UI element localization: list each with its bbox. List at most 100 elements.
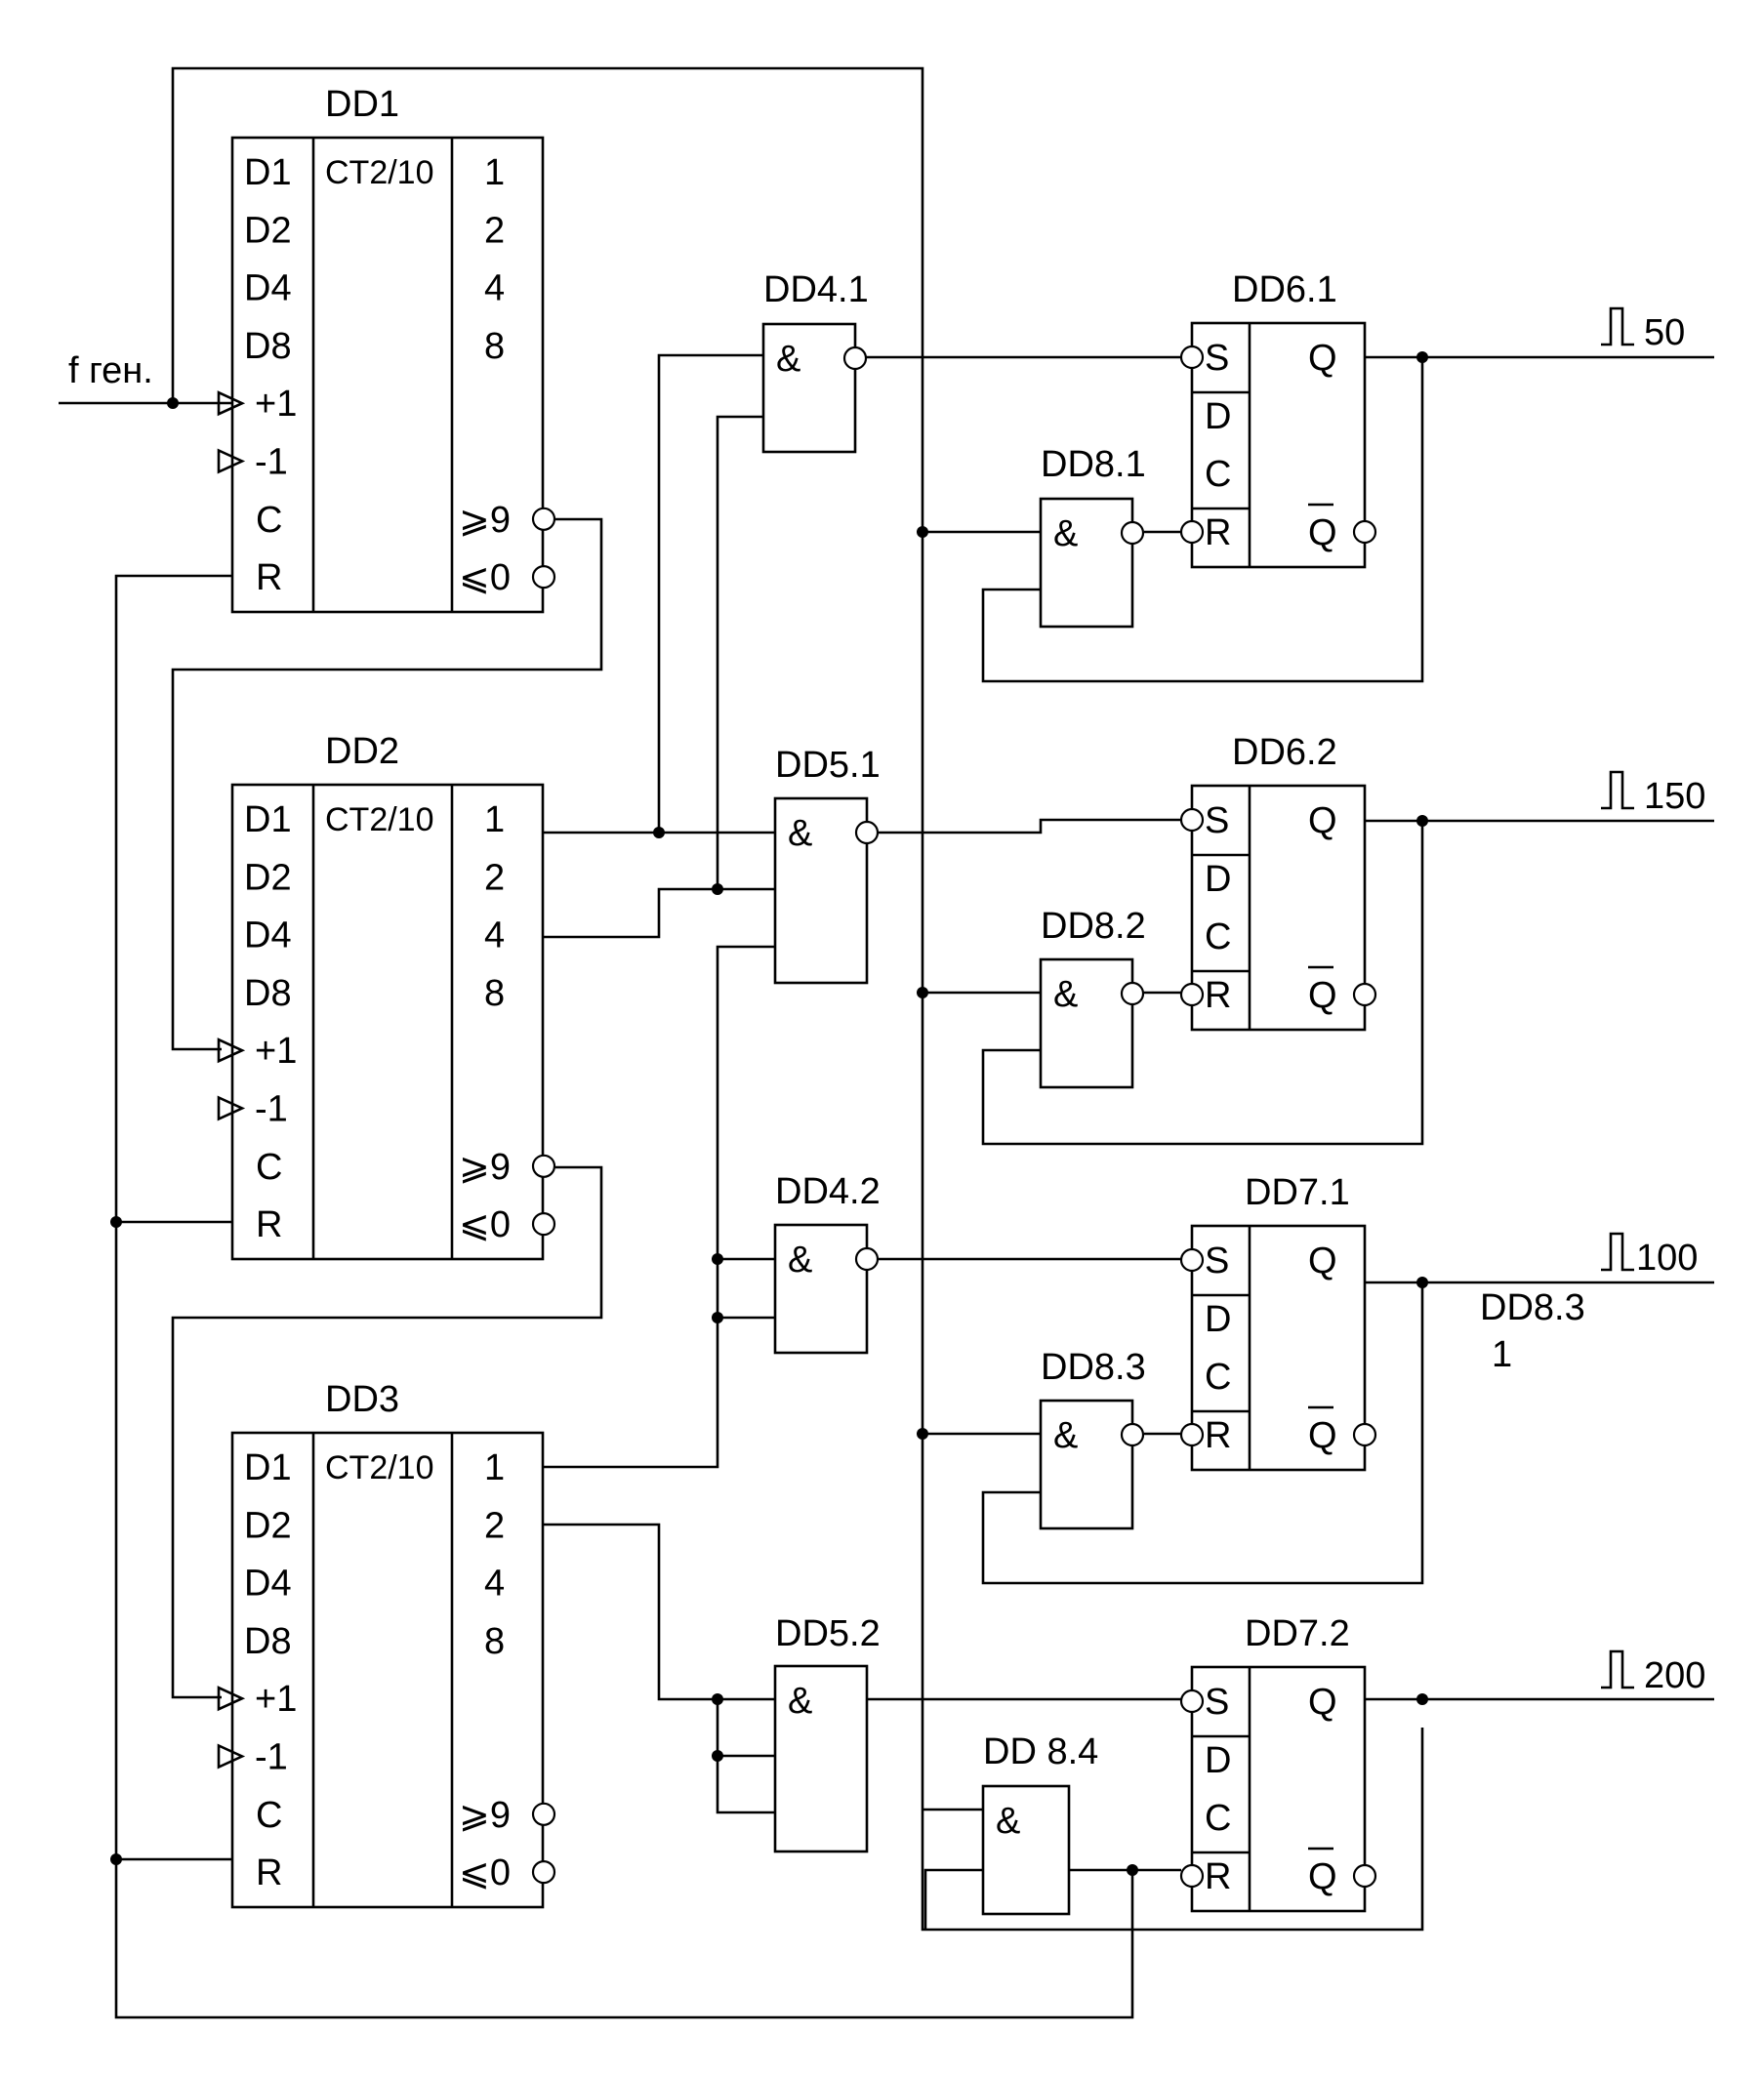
counters: DD1CT2/10D1D2D4D8+1-1CR1248⩾9⩽0DD2CT2/10… bbox=[217, 84, 556, 1909]
inversion-circle bbox=[1352, 982, 1377, 1007]
gate-dd5-2: DD5.2& bbox=[773, 1613, 881, 1853]
gate-body bbox=[773, 796, 869, 985]
counter-output-q4: 4 bbox=[484, 915, 505, 956]
counter-output-ge9: ⩾9 bbox=[459, 500, 511, 541]
inversion-circle bbox=[1352, 519, 1377, 545]
output-100: 100 bbox=[1601, 1232, 1698, 1279]
flipflop-output-q: Q bbox=[1308, 338, 1337, 379]
flipflop-name: DD7.1 bbox=[1245, 1172, 1350, 1213]
counter-pin-r: R bbox=[256, 1204, 282, 1245]
gate-body bbox=[981, 1784, 1071, 1916]
flipflop-output-q-bar: Q bbox=[1308, 1415, 1337, 1456]
gate-dd5-1: DD5.1& bbox=[773, 745, 881, 985]
inversion-circle bbox=[854, 1246, 880, 1272]
counter-type: CT2/10 bbox=[325, 1449, 434, 1486]
counter-pin-1: -1 bbox=[255, 1089, 288, 1130]
annotation-number: 1 bbox=[1492, 1334, 1512, 1375]
counter-body bbox=[230, 1431, 545, 1909]
gate-dd8-2: DD8.2& bbox=[1039, 906, 1146, 1089]
flipflop-pin-r: R bbox=[1205, 512, 1231, 553]
gate-name: DD8.1 bbox=[1041, 444, 1146, 485]
flipflop-pin-c: C bbox=[1205, 454, 1231, 495]
counter-output-q1: 1 bbox=[484, 799, 505, 840]
counter-pin-d1: D1 bbox=[244, 1447, 292, 1488]
gate-body bbox=[773, 1664, 869, 1853]
flipflop-output-q: Q bbox=[1308, 1682, 1337, 1723]
counter-pin-1: +1 bbox=[255, 1031, 297, 1072]
flipflop-body bbox=[1190, 784, 1367, 1032]
inversion-circle bbox=[531, 1859, 556, 1885]
flipflop-pin-s: S bbox=[1205, 1241, 1229, 1282]
inversion-circle bbox=[842, 346, 868, 371]
counter-pin-1: -1 bbox=[255, 1737, 288, 1778]
flipflop-name: DD6.2 bbox=[1232, 732, 1337, 773]
counter-output-q1: 1 bbox=[484, 1447, 505, 1488]
pulse-icon bbox=[1601, 770, 1634, 810]
gate-body bbox=[1039, 1399, 1134, 1530]
inversion-circle bbox=[531, 564, 556, 590]
counter-output-q4: 4 bbox=[484, 268, 505, 309]
input-label: f ген. bbox=[68, 350, 153, 391]
output-value: 150 bbox=[1644, 776, 1705, 817]
gate-dd8-1: DD8.1 & bbox=[1039, 444, 1146, 629]
gate-symbol: & bbox=[776, 339, 800, 380]
inversion-circle bbox=[1179, 1688, 1205, 1714]
inversion-circle bbox=[1179, 982, 1205, 1007]
counter-body bbox=[230, 783, 545, 1261]
gate-symbol: & bbox=[788, 813, 812, 854]
gate-symbol: & bbox=[1053, 1415, 1078, 1456]
counter-pin-1: +1 bbox=[255, 384, 297, 425]
counter-pin-d2: D2 bbox=[244, 857, 292, 898]
junctions bbox=[110, 351, 1428, 1876]
counter-output-le0: ⩽0 bbox=[459, 557, 511, 598]
counter-pin-d8: D8 bbox=[244, 326, 292, 367]
gate-name: DD 8.4 bbox=[983, 1731, 1098, 1772]
flipflop-output-q-bar: Q bbox=[1308, 975, 1337, 1016]
flipflop-pin-d: D bbox=[1205, 1740, 1231, 1781]
counter-body bbox=[230, 136, 545, 614]
clock-triangle-icon bbox=[217, 1743, 246, 1770]
gate-name: DD8.2 bbox=[1041, 906, 1146, 947]
inversion-circle bbox=[1120, 520, 1145, 546]
counter-type: CT2/10 bbox=[325, 801, 434, 838]
output-value: 200 bbox=[1644, 1655, 1705, 1696]
counter-pin-d4: D4 bbox=[244, 915, 292, 956]
inversion-circle bbox=[1179, 345, 1205, 370]
inversion-circle bbox=[1352, 1863, 1377, 1889]
inversion-circle bbox=[531, 507, 556, 531]
flipflop-name: DD7.2 bbox=[1245, 1613, 1350, 1654]
counter-pin-d4: D4 bbox=[244, 1564, 292, 1605]
inversion-circle bbox=[854, 820, 880, 845]
clock-triangle-icon bbox=[217, 1095, 246, 1121]
inversion-circle bbox=[1352, 1422, 1377, 1447]
counter-pin-1: +1 bbox=[255, 1679, 297, 1720]
flipflop-body bbox=[1190, 321, 1367, 569]
gate-name: DD4.2 bbox=[775, 1171, 881, 1212]
flipflop-name: DD6.1 bbox=[1232, 269, 1337, 310]
counter-name: DD1 bbox=[325, 84, 399, 125]
counter-pin-d1: D1 bbox=[244, 799, 292, 840]
wires bbox=[59, 66, 1714, 2019]
counter-output-q8: 8 bbox=[484, 1621, 505, 1662]
inversion-circle bbox=[1179, 807, 1205, 833]
flipflop-pin-d: D bbox=[1205, 1299, 1231, 1340]
pulse-icon bbox=[1601, 306, 1634, 346]
gate-symbol: & bbox=[788, 1681, 812, 1722]
gate-symbol: & bbox=[1053, 513, 1078, 554]
counter-output-q2: 2 bbox=[484, 857, 505, 898]
counter-output-q1: 1 bbox=[484, 152, 505, 193]
counter-pin-d8: D8 bbox=[244, 973, 292, 1014]
annotation-label: DD8.3 bbox=[1480, 1287, 1585, 1328]
flipflop-pin-d: D bbox=[1205, 396, 1231, 437]
counter-pin-c: C bbox=[256, 1147, 282, 1188]
counter-pin-d4: D4 bbox=[244, 268, 292, 309]
inversion-circle bbox=[1179, 1863, 1205, 1889]
flipflop-output-q: Q bbox=[1308, 1241, 1337, 1282]
counter-pin-1: -1 bbox=[255, 442, 288, 483]
gate-dd8-3: DD8.3& bbox=[1039, 1347, 1146, 1530]
flipflop-output-q-bar: Q bbox=[1308, 512, 1337, 553]
